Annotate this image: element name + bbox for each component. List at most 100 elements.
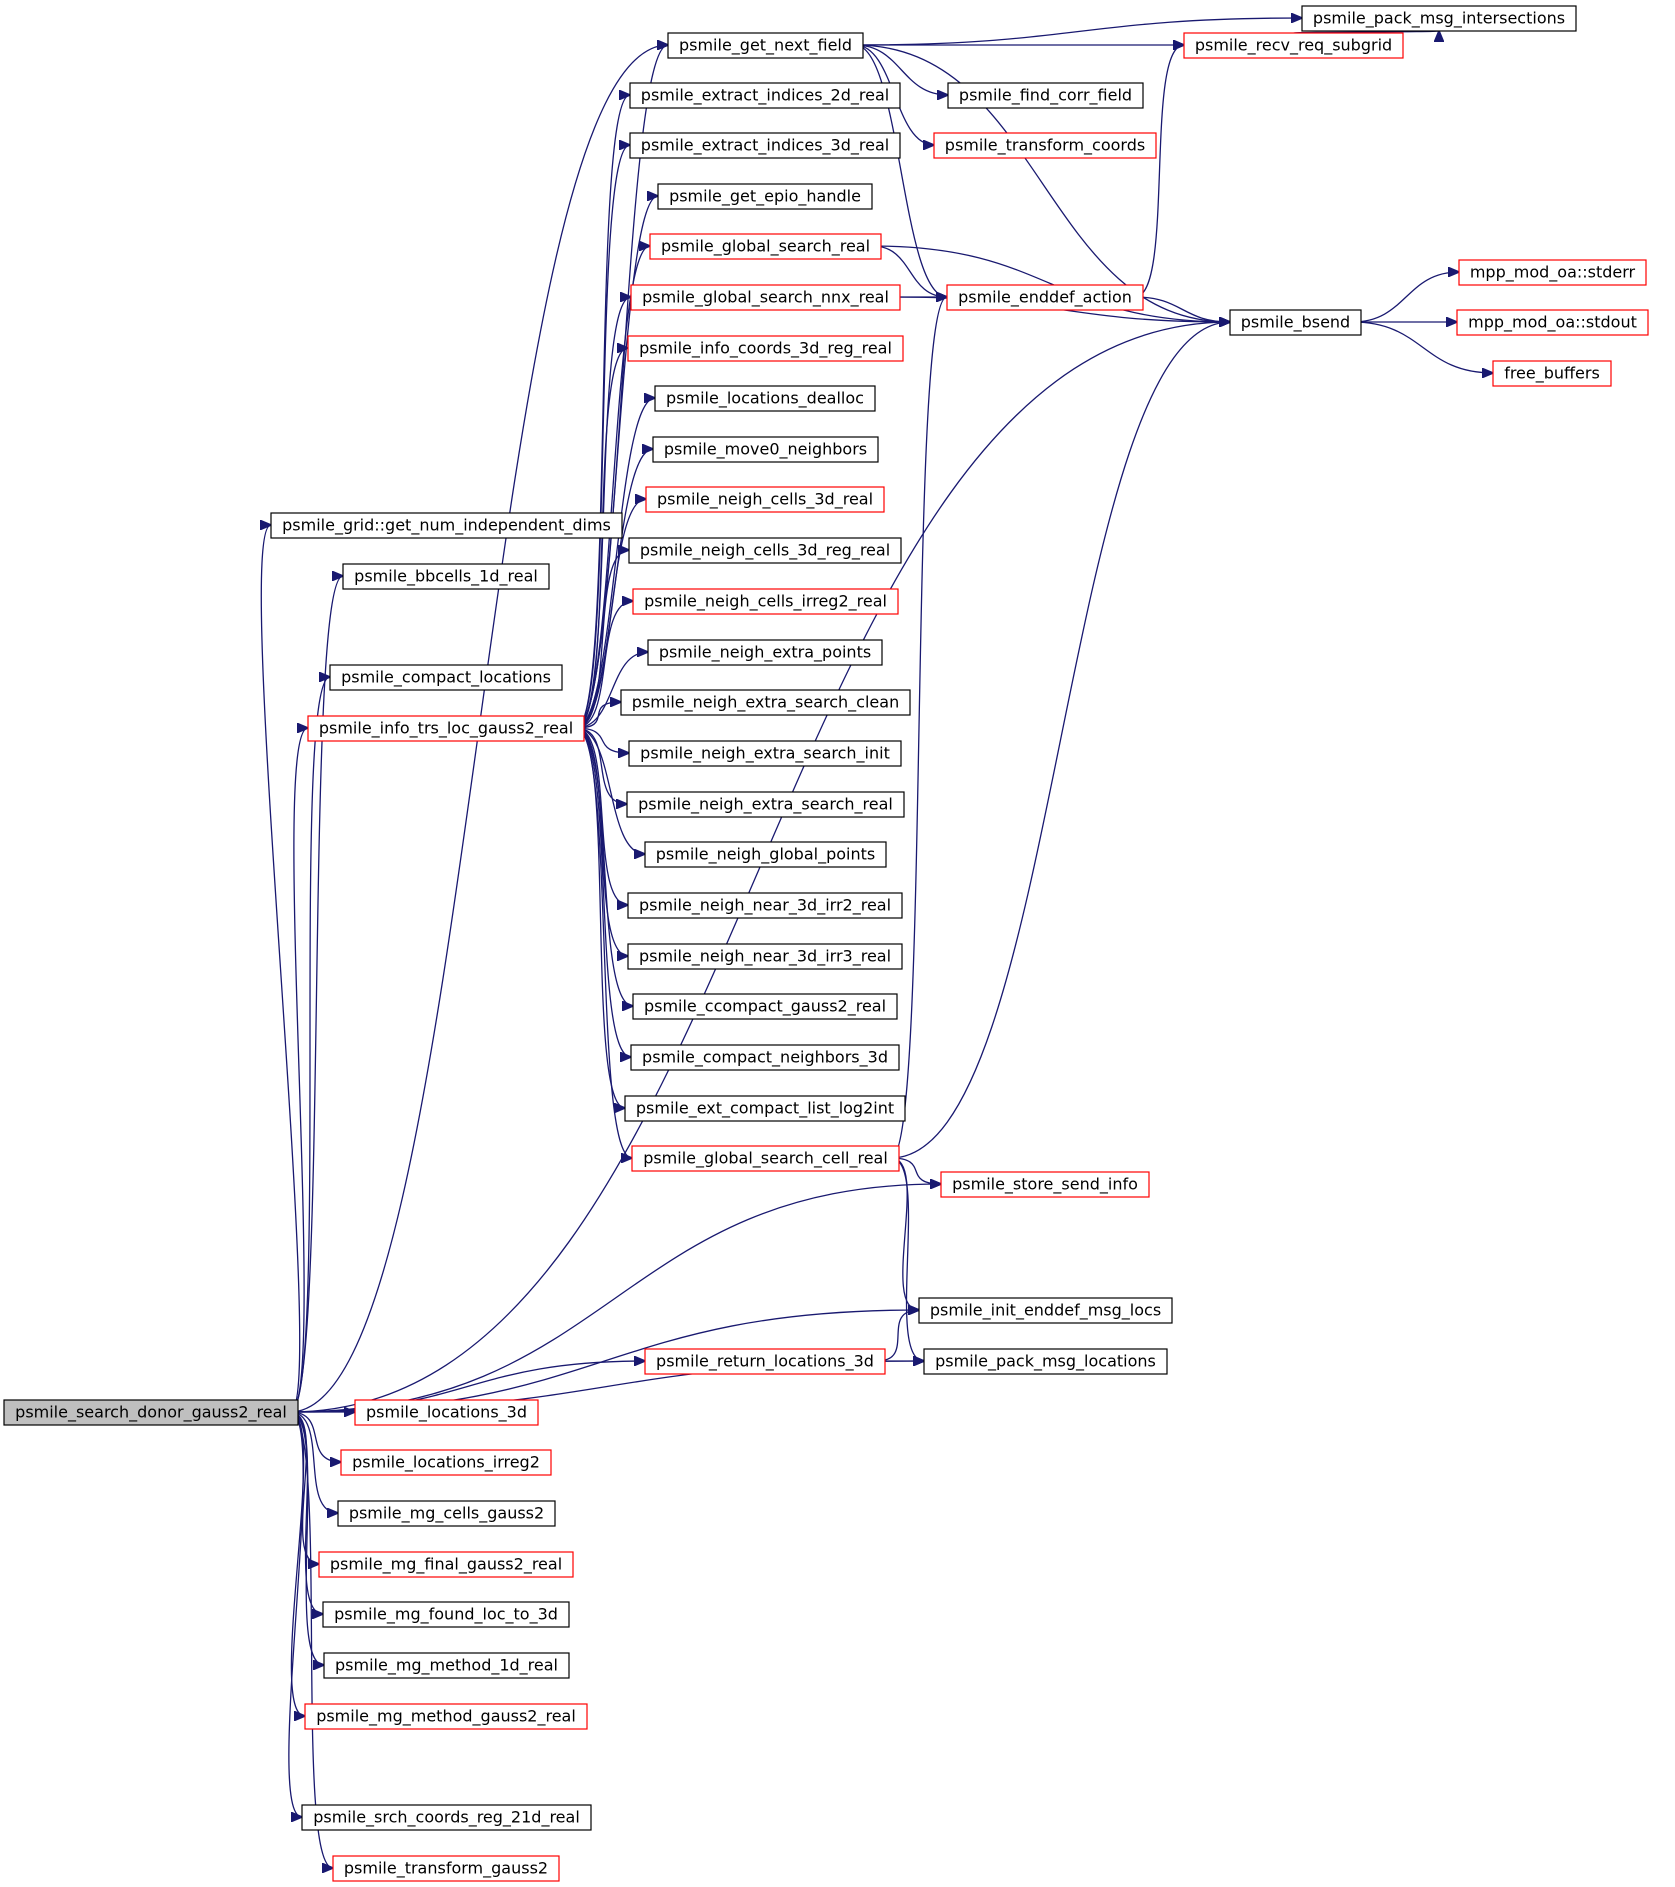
edge-info-trs-loc-to-neigh-global-points xyxy=(575,727,645,854)
node-enddef-action[interactable]: psmile_enddef_action xyxy=(946,284,1144,311)
edge-info-trs-loc-to-neigh-near-3d-irr3 xyxy=(575,727,628,956)
node-ccompact-gauss2[interactable]: psmile_ccompact_gauss2_real xyxy=(632,993,898,1020)
node-box xyxy=(645,486,885,513)
edge-info-trs-loc-to-neigh-cells-3d-reg xyxy=(575,550,629,729)
node-init-enddef-msg-locs[interactable]: psmile_init_enddef_msg_locs xyxy=(918,1297,1173,1324)
node-neigh-cells-3d-reg[interactable]: psmile_neigh_cells_3d_reg_real xyxy=(628,537,902,564)
node-neigh-cells-3d[interactable]: psmile_neigh_cells_3d_real xyxy=(645,486,885,513)
node-get-next-field[interactable]: psmile_get_next_field xyxy=(667,32,864,59)
node-box xyxy=(630,284,901,311)
node-pack-msg-intersections[interactable]: psmile_pack_msg_intersections xyxy=(1301,5,1577,32)
node-label: psmile_mg_found_loc_to_3d xyxy=(334,1605,558,1625)
node-box xyxy=(342,563,550,590)
node-box xyxy=(933,132,1157,159)
node-mg-found-loc-to-3d[interactable]: psmile_mg_found_loc_to_3d xyxy=(322,1601,570,1628)
node-box xyxy=(627,335,904,362)
node-label: psmile_bsend xyxy=(1241,313,1350,333)
edge-get-next-field-to-pack-msg-intersections xyxy=(854,18,1302,46)
node-locations-dealloc[interactable]: psmile_locations_dealloc xyxy=(654,385,876,412)
node-label: psmile_compact_locations xyxy=(341,668,551,688)
node-box xyxy=(647,639,883,666)
node-neigh-extra-search-init[interactable]: psmile_neigh_extra_search_init xyxy=(628,740,902,767)
edge-search-donor-gauss2-to-srch-coords-reg-21d xyxy=(288,1411,304,1817)
node-box xyxy=(627,892,903,919)
node-extract-3d[interactable]: psmile_extract_indices_3d_real xyxy=(629,132,901,159)
node-label: psmile_global_search_real xyxy=(661,237,870,257)
edge-info-trs-loc-to-neigh-extra-points xyxy=(575,652,648,729)
node-label: psmile_mg_cells_gauss2 xyxy=(349,1504,544,1524)
node-compact-locations[interactable]: psmile_compact_locations xyxy=(329,664,563,691)
node-neigh-near-3d-irr2[interactable]: psmile_neigh_near_3d_irr2_real xyxy=(627,892,903,919)
node-srch-coords-reg-21d[interactable]: psmile_srch_coords_reg_21d_real xyxy=(301,1804,592,1831)
node-mg-method-gauss2[interactable]: psmile_mg_method_gauss2_real xyxy=(304,1703,588,1730)
node-neigh-global-points[interactable]: psmile_neigh_global_points xyxy=(644,841,887,868)
edge-search-donor-gauss2-to-get-num-independent-dims xyxy=(261,525,301,1413)
node-box xyxy=(323,1652,570,1679)
node-return-locations-3d[interactable]: psmile_return_locations_3d xyxy=(644,1348,886,1375)
node-label: psmile_transform_coords xyxy=(945,136,1145,156)
node-box xyxy=(629,82,901,109)
node-locations-irreg2[interactable]: psmile_locations_irreg2 xyxy=(340,1449,552,1476)
node-global-search-cell[interactable]: psmile_global_search_cell_real xyxy=(631,1145,900,1172)
node-bbcells-1d[interactable]: psmile_bbcells_1d_real xyxy=(342,563,550,590)
node-label: psmile_ccompact_gauss2_real xyxy=(644,997,886,1017)
node-transform-gauss2[interactable]: psmile_transform_gauss2 xyxy=(332,1855,560,1882)
node-box xyxy=(918,1297,1173,1324)
node-pack-msg-locations[interactable]: psmile_pack_msg_locations xyxy=(923,1348,1168,1375)
node-label: psmile_neigh_extra_search_init xyxy=(640,744,890,764)
edge-global-search-cell-to-pack-msg-locations xyxy=(890,1157,924,1361)
node-recv-req-subgrid[interactable]: psmile_recv_req_subgrid xyxy=(1183,32,1404,59)
edge-info-trs-loc-to-neigh-extra-search-init xyxy=(575,727,629,753)
node-label: psmile_neigh_extra_search_real xyxy=(638,795,893,815)
node-label: psmile_return_locations_3d xyxy=(656,1352,874,1372)
node-label: psmile_global_search_nnx_real xyxy=(642,288,889,308)
node-transform-coords[interactable]: psmile_transform_coords xyxy=(933,132,1157,159)
node-label: psmile_get_next_field xyxy=(679,36,852,56)
node-get-epio-handle[interactable]: psmile_get_epio_handle xyxy=(657,183,873,210)
node-global-search-nnx[interactable]: psmile_global_search_nnx_real xyxy=(630,284,901,311)
node-move0-neighbors[interactable]: psmile_move0_neighbors xyxy=(652,436,879,463)
node-label: psmile_mg_method_1d_real xyxy=(335,1656,558,1676)
edge-bsend-to-free-buffers xyxy=(1352,321,1493,373)
node-label: psmile_neigh_near_3d_irr3_real xyxy=(639,947,891,967)
node-ext-compact-list-log2int[interactable]: psmile_ext_compact_list_log2int xyxy=(624,1095,906,1122)
node-mpp-stdout[interactable]: mpp_mod_oa::stdout xyxy=(1456,309,1649,336)
node-label: psmile_init_enddef_msg_locs xyxy=(930,1301,1161,1321)
node-mg-final-gauss2[interactable]: psmile_mg_final_gauss2_real xyxy=(318,1551,574,1578)
node-locations-3d[interactable]: psmile_locations_3d xyxy=(354,1399,539,1426)
node-neigh-extra-points[interactable]: psmile_neigh_extra_points xyxy=(647,639,883,666)
edge-global-search-real-to-bsend xyxy=(872,245,1230,322)
node-get-num-independent-dims[interactable]: psmile_grid::get_num_independent_dims xyxy=(270,512,623,539)
node-extract-2d[interactable]: psmile_extract_indices_2d_real xyxy=(629,82,901,109)
node-store-send-info[interactable]: psmile_store_send_info xyxy=(940,1171,1150,1198)
node-neigh-near-3d-irr3[interactable]: psmile_neigh_near_3d_irr3_real xyxy=(627,943,903,970)
node-mpp-stderr[interactable]: mpp_mod_oa::stderr xyxy=(1458,259,1647,286)
node-neigh-extra-search-real[interactable]: psmile_neigh_extra_search_real xyxy=(626,791,905,818)
node-label: psmile_neigh_extra_search_clean xyxy=(632,693,899,713)
node-label: psmile_neigh_near_3d_irr2_real xyxy=(639,896,891,916)
edge-enddef-action-to-recv-req-subgrid xyxy=(1134,45,1184,298)
node-free-buffers[interactable]: free_buffers xyxy=(1492,360,1612,387)
node-search-donor-gauss2[interactable]: psmile_search_donor_gauss2_real xyxy=(3,1399,299,1426)
node-neigh-cells-irreg2[interactable]: psmile_neigh_cells_irreg2_real xyxy=(632,588,899,615)
node-mg-method-1d[interactable]: psmile_mg_method_1d_real xyxy=(323,1652,570,1679)
edge-search-donor-gauss2-to-store-send-info xyxy=(289,1184,941,1413)
node-mg-cells-gauss2[interactable]: psmile_mg_cells_gauss2 xyxy=(337,1500,556,1527)
edge-info-trs-loc-to-ccompact-gauss2 xyxy=(575,727,633,1006)
node-box xyxy=(644,841,887,868)
node-label: free_buffers xyxy=(1504,364,1600,384)
node-neigh-extra-search-clean[interactable]: psmile_neigh_extra_search_clean xyxy=(620,689,911,716)
node-bsend[interactable]: psmile_bsend xyxy=(1229,309,1362,336)
node-find-corr-field[interactable]: psmile_find_corr_field xyxy=(947,82,1144,109)
node-label: psmile_store_send_info xyxy=(952,1175,1138,1195)
node-box xyxy=(337,1500,556,1527)
node-compact-neighbors-3d[interactable]: psmile_compact_neighbors_3d xyxy=(630,1044,900,1071)
node-info-coords-3d-reg[interactable]: psmile_info_coords_3d_reg_real xyxy=(627,335,904,362)
node-box xyxy=(626,791,905,818)
node-box xyxy=(624,1095,906,1122)
node-info-trs-loc[interactable]: psmile_info_trs_loc_gauss2_real xyxy=(307,715,585,742)
node-box xyxy=(270,512,623,539)
node-box xyxy=(628,537,902,564)
node-global-search-real[interactable]: psmile_global_search_real xyxy=(649,233,882,260)
